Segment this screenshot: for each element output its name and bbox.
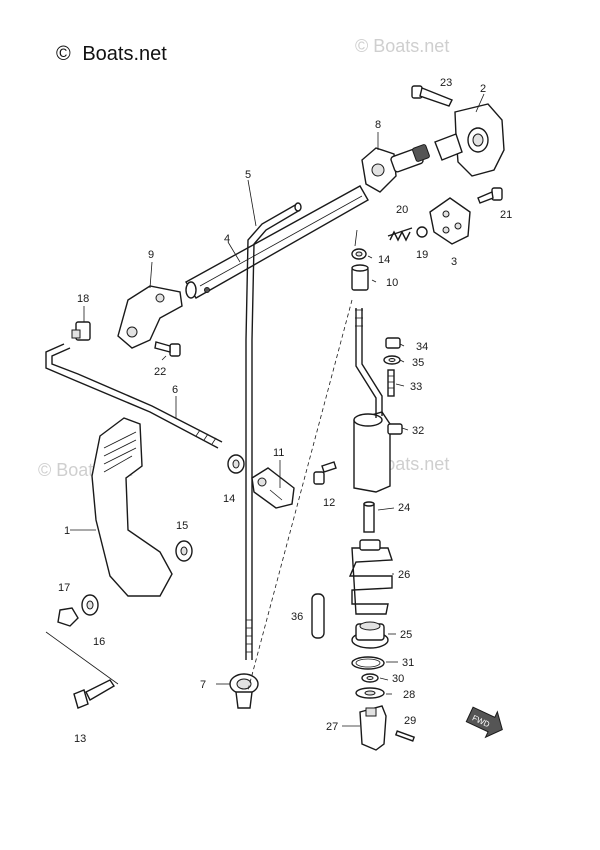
part-6-clutch-rod xyxy=(45,343,223,449)
fwd-direction-arrow: FWD xyxy=(465,706,503,739)
part-33-stud xyxy=(387,369,395,397)
part-label-17: 17 xyxy=(58,582,70,594)
part-4-shift-shaft xyxy=(185,185,369,299)
part-8-shift-lever xyxy=(361,144,430,193)
part-16-washer xyxy=(81,594,99,616)
part-35-washer xyxy=(383,355,401,365)
part-22-bolt xyxy=(154,341,181,357)
watermark-top-right: © Boats.net xyxy=(355,36,449,56)
part-20-spring xyxy=(387,227,413,242)
part-label-26: 26 xyxy=(398,569,410,581)
part-18-clip xyxy=(71,321,91,341)
leader-lines xyxy=(70,93,485,727)
part-label-2: 2 xyxy=(480,83,486,95)
part-label-4: 4 xyxy=(224,233,230,245)
part-label-34: 34 xyxy=(416,341,428,353)
part-label-18: 18 xyxy=(77,293,89,305)
part-15-washer xyxy=(175,540,193,562)
brand-name: Boats.net xyxy=(82,43,167,65)
part-label-9: 9 xyxy=(148,249,154,261)
brand-logo: © Boats.net xyxy=(56,43,167,65)
part-label-14-lower: 14 xyxy=(223,493,235,505)
part-label-27: 27 xyxy=(326,721,338,733)
part-label-22: 22 xyxy=(154,366,166,378)
part-label-33: 33 xyxy=(410,381,422,393)
part-label-32: 32 xyxy=(412,425,424,437)
part-9-clutch-arm xyxy=(117,285,183,349)
part-label-15: 15 xyxy=(176,520,188,532)
part-label-16: 16 xyxy=(93,636,105,648)
part-13-pivot-bolt xyxy=(45,631,119,709)
part-label-19: 19 xyxy=(416,249,428,261)
part-label-31: 31 xyxy=(402,657,414,669)
part-11-shift-arm xyxy=(251,467,295,509)
part-21-bolt xyxy=(477,187,503,204)
reference-line xyxy=(247,299,353,691)
part-label-20: 20 xyxy=(396,204,408,216)
part-label-28: 28 xyxy=(403,689,415,701)
part-1-clutch-lever xyxy=(91,417,173,597)
part-19-ball xyxy=(416,226,428,238)
part-3-bracket-plate xyxy=(429,197,471,245)
part-30-small-ring xyxy=(361,673,379,683)
part-24-shift-rod-lower xyxy=(363,501,375,533)
part-label-3: 3 xyxy=(451,256,457,268)
part-label-6: 6 xyxy=(172,384,178,396)
part-label-10: 10 xyxy=(386,277,398,289)
part-label-36: 36 xyxy=(291,611,303,623)
part-label-23: 23 xyxy=(440,77,452,89)
part-23-bolt xyxy=(411,85,453,107)
part-label-25: 25 xyxy=(400,629,412,641)
part-label-29: 29 xyxy=(404,715,416,727)
part-14-collar-lower xyxy=(227,454,245,474)
part-14-collar-upper xyxy=(351,229,367,260)
part-32-shift-cam xyxy=(353,411,403,493)
part-label-5: 5 xyxy=(245,169,251,181)
part-29-pin xyxy=(394,730,416,742)
part-label-14-upper: 14 xyxy=(378,254,390,266)
part-12-bolt xyxy=(313,461,337,485)
part-5-shift-rod xyxy=(245,202,302,660)
part-number-labels: 1 2 3 4 5 6 7 8 9 10 11 12 13 14 14 15 1… xyxy=(58,77,512,745)
brand-copyright: © xyxy=(56,43,71,65)
part-36-rod xyxy=(311,593,325,639)
part-2-clutch-housing xyxy=(434,103,505,177)
part-label-11: 11 xyxy=(273,447,284,459)
part-25-guide xyxy=(351,621,389,649)
part-28-washer xyxy=(355,687,385,699)
part-27-shift-shaft-bottom xyxy=(359,705,387,751)
part-label-12: 12 xyxy=(323,497,335,509)
part-34-nut xyxy=(385,337,401,349)
part-26-bellows-boot xyxy=(348,539,393,615)
part-7-grommet xyxy=(229,673,259,709)
part-label-35: 35 xyxy=(412,357,424,369)
part-label-1: 1 xyxy=(64,525,70,537)
part-31-o-ring xyxy=(351,656,385,670)
shift-shaft-upper xyxy=(355,308,383,418)
part-label-13: 13 xyxy=(74,733,86,745)
part-label-24: 24 xyxy=(398,502,410,514)
part-label-30: 30 xyxy=(392,673,404,685)
part-label-8: 8 xyxy=(375,119,381,131)
part-label-21: 21 xyxy=(500,209,512,221)
part-17-nut xyxy=(57,607,79,627)
part-10-coupler xyxy=(351,264,369,291)
part-label-7: 7 xyxy=(200,679,206,691)
